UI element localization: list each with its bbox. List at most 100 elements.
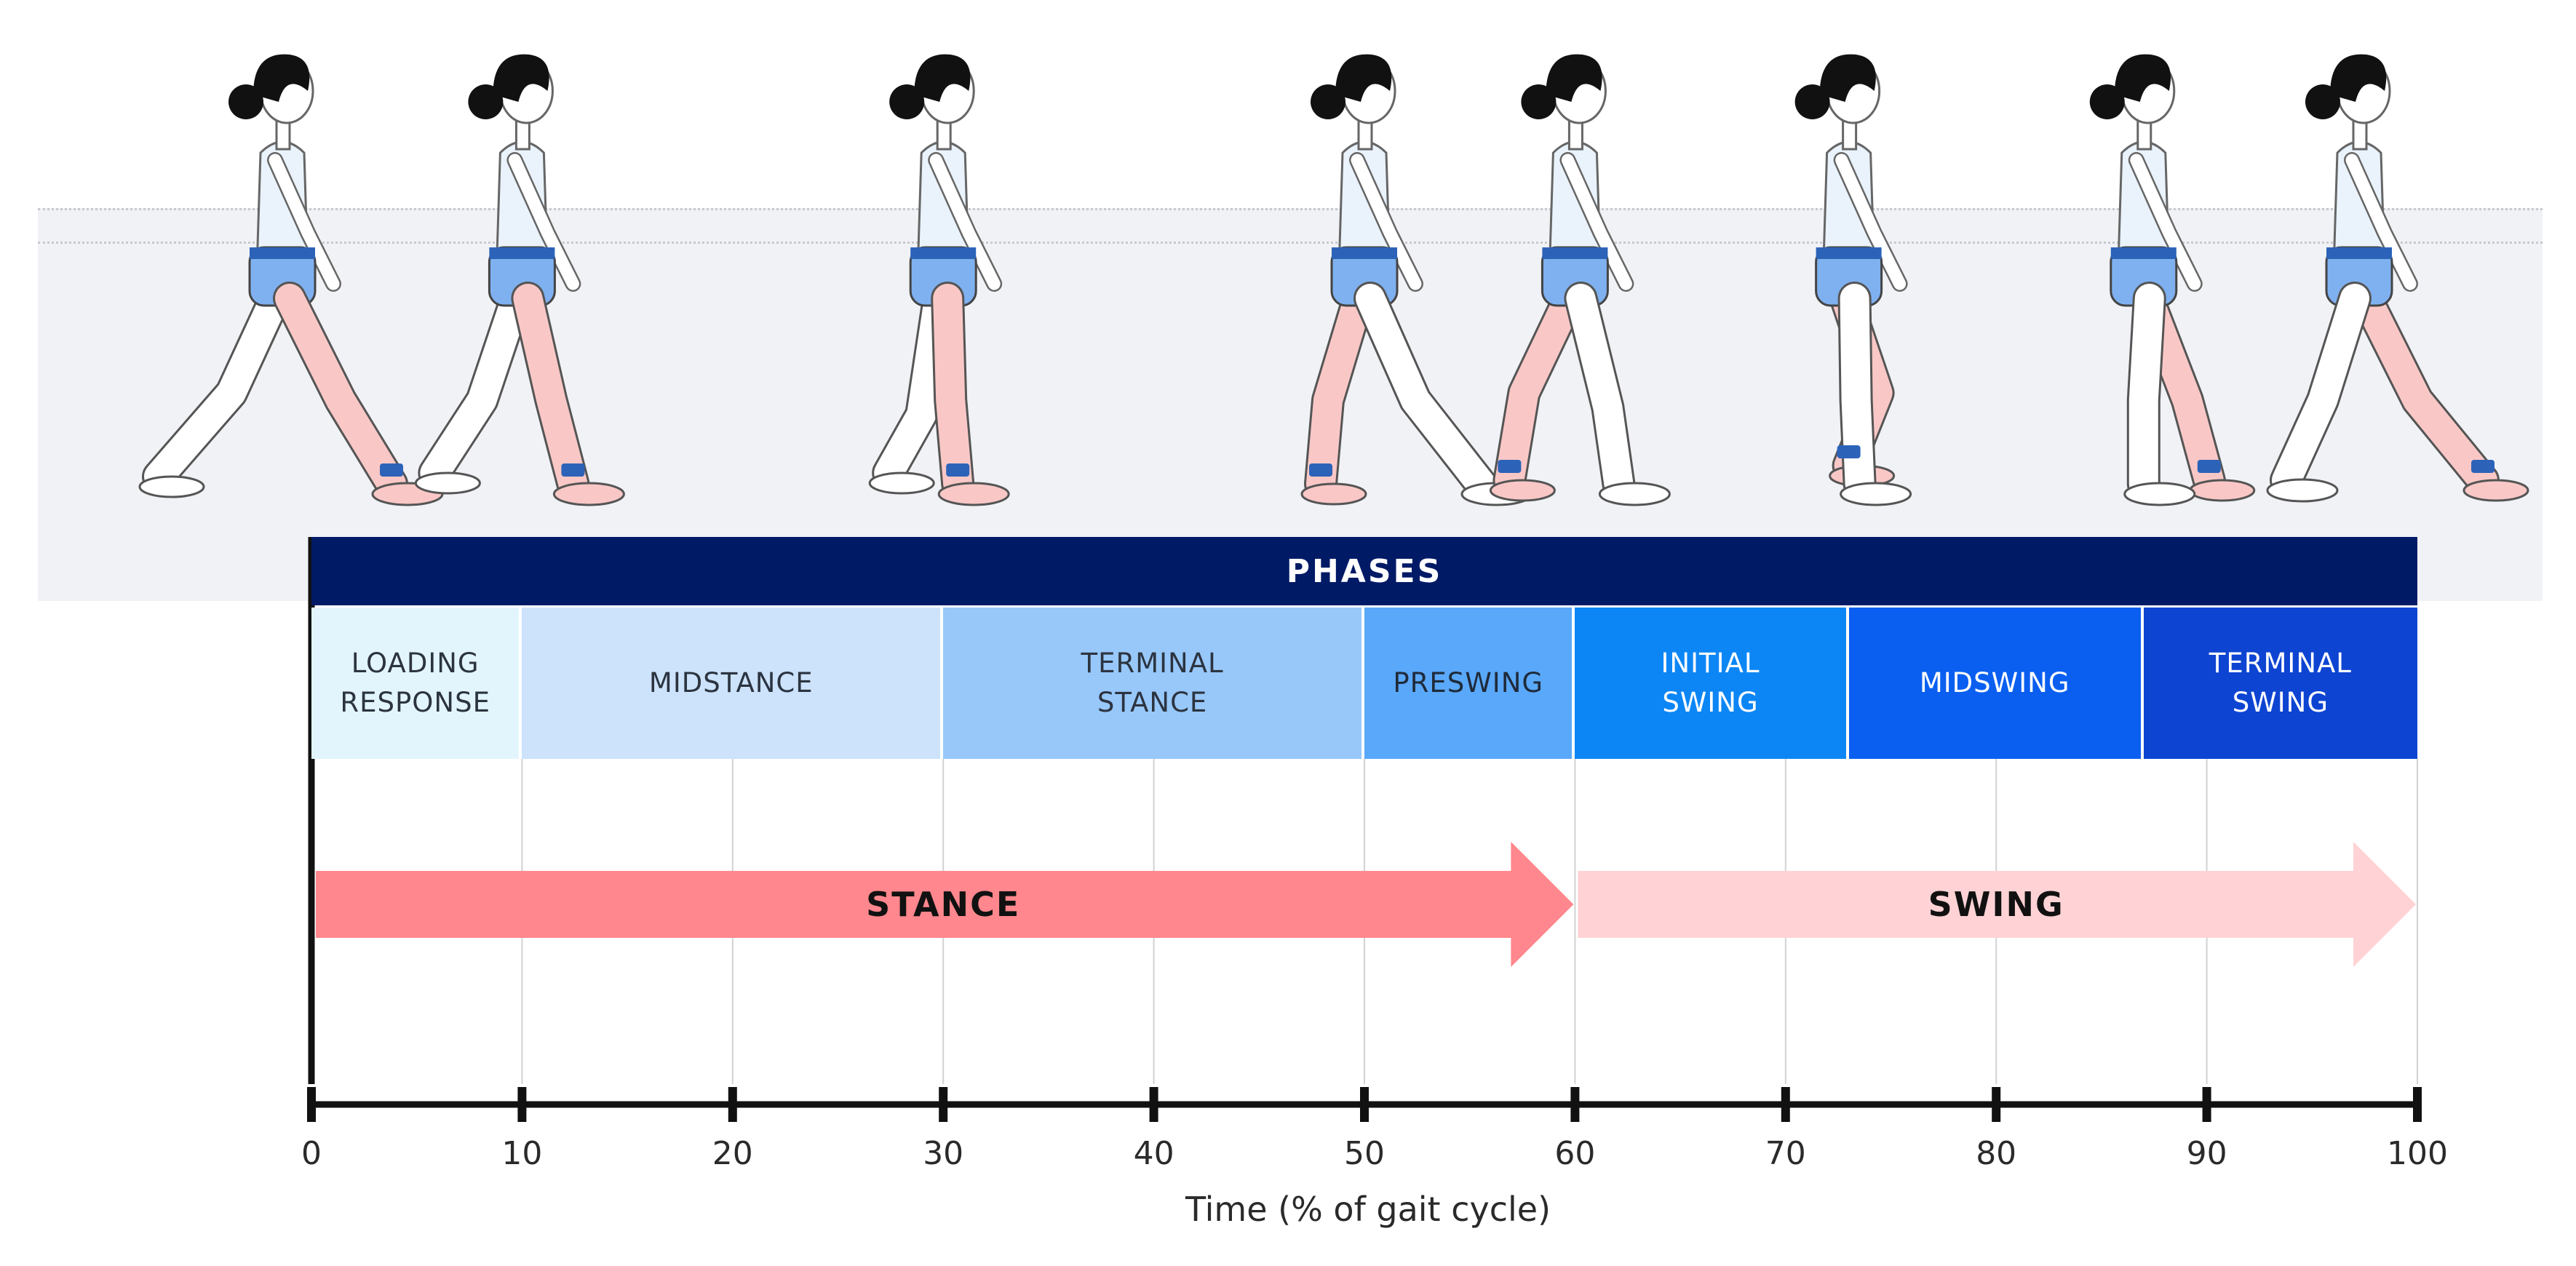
ankle-sensor xyxy=(2471,460,2494,473)
leg xyxy=(2128,284,2164,498)
foot xyxy=(2266,478,2339,503)
walking-figure xyxy=(138,54,444,506)
phase-cell: TERMINAL STANCE xyxy=(943,608,1364,759)
arm xyxy=(1835,154,1907,290)
tick-label: 0 xyxy=(301,1135,322,1172)
waist-sensor-belt xyxy=(1816,247,1882,259)
arm xyxy=(2130,154,2201,290)
arrow-label: SWING xyxy=(1928,885,2064,924)
phase-cell: PRESWING xyxy=(1364,608,1575,759)
tick-label: 70 xyxy=(1765,1135,1806,1172)
leg xyxy=(275,284,406,498)
tick-label: 100 xyxy=(2387,1135,2448,1172)
phase-cell: MIDSWING xyxy=(1848,608,2144,759)
backdrop-line-bottom xyxy=(38,242,2543,244)
walking-figure xyxy=(1794,54,1912,506)
foot xyxy=(1300,482,1367,506)
leg xyxy=(2352,284,2497,495)
arm xyxy=(2345,154,2417,290)
phase-label: TERMINAL SWING xyxy=(2209,648,2352,718)
hair-bun xyxy=(1521,84,1557,119)
arm xyxy=(508,154,579,290)
ankle-sensor xyxy=(1309,463,1332,477)
foot xyxy=(138,475,205,498)
hair xyxy=(1335,54,1392,102)
ankle-sensor xyxy=(1498,460,1522,473)
phase-label: INITIAL SWING xyxy=(1661,648,1760,718)
tick-label: 40 xyxy=(1133,1135,1174,1172)
foot xyxy=(2462,479,2529,502)
walking-figures xyxy=(138,54,2529,506)
hair-bun xyxy=(2305,84,2340,119)
leg xyxy=(2272,284,2369,495)
tick-label: 60 xyxy=(1554,1135,1596,1172)
phase-label: TERMINAL STANCE xyxy=(1081,648,1224,718)
leg xyxy=(420,284,531,487)
tick-label: 80 xyxy=(1976,1135,2017,1172)
ankle-sensor xyxy=(1837,445,1861,458)
hair xyxy=(1819,54,1876,102)
arrow-swing xyxy=(1578,842,2416,967)
foot xyxy=(1840,482,1912,506)
walking-figure xyxy=(2266,54,2529,503)
waist-sensor-belt xyxy=(1332,247,1397,259)
walking-figure xyxy=(2089,54,2256,506)
leg xyxy=(1306,284,1373,498)
arm xyxy=(1561,154,1632,290)
foot xyxy=(1598,482,1671,506)
leg xyxy=(933,284,973,498)
phase-label: LOADING RESPONSE xyxy=(340,648,490,718)
tick-label: 30 xyxy=(923,1135,964,1172)
foot xyxy=(552,482,625,506)
ankle-sensor xyxy=(946,463,970,477)
hair-bun xyxy=(228,84,263,119)
phase-cell: TERMINAL SWING xyxy=(2143,608,2417,759)
foot xyxy=(868,471,935,495)
leg xyxy=(513,284,588,498)
leg xyxy=(144,284,290,491)
hair xyxy=(914,54,971,102)
waist-sensor-belt xyxy=(1542,247,1608,259)
walking-figure xyxy=(1300,54,1533,506)
phases-header-title: PHASES xyxy=(1286,552,1443,590)
hair-bun xyxy=(468,84,504,119)
waist-sensor-belt xyxy=(489,247,555,259)
phase-label: PRESWING xyxy=(1393,667,1544,698)
tick-label: 50 xyxy=(1344,1135,1385,1172)
hair xyxy=(253,54,310,102)
hair xyxy=(1546,54,1602,102)
tick-label: 90 xyxy=(2186,1135,2227,1172)
hair xyxy=(493,54,549,102)
arm xyxy=(269,154,340,290)
waist-sensor-belt xyxy=(2110,247,2177,259)
x-axis-label: Time (% of gait cycle) xyxy=(1185,1190,1551,1229)
phase-label: MIDSTANCE xyxy=(648,667,814,698)
arm xyxy=(929,154,1001,290)
phase-cell: MIDSTANCE xyxy=(522,608,944,759)
foot xyxy=(414,471,481,495)
hair-bun xyxy=(889,84,925,119)
hair-bun xyxy=(1311,84,1345,119)
phase-cell: LOADING RESPONSE xyxy=(311,608,522,759)
hair xyxy=(2330,54,2387,102)
leg xyxy=(1566,284,1634,498)
phases-header: PHASES xyxy=(311,537,2417,605)
walking-figure xyxy=(1489,54,1671,506)
foot xyxy=(937,482,1010,506)
foot xyxy=(1489,479,1556,502)
leg xyxy=(1495,284,1584,495)
phase-label: MIDSWING xyxy=(1919,667,2070,698)
tick-label: 10 xyxy=(501,1135,543,1172)
backdrop-line-top xyxy=(38,208,2543,210)
tick-label: 20 xyxy=(712,1135,753,1172)
ankle-sensor xyxy=(380,463,403,477)
waist-sensor-belt xyxy=(250,247,315,259)
foot xyxy=(2123,482,2196,506)
phase-cell: INITIAL SWING xyxy=(1575,608,1849,759)
leg xyxy=(1356,284,1495,498)
walking-figure xyxy=(868,54,1010,506)
hair-bun xyxy=(1794,84,1830,119)
ankle-sensor xyxy=(2197,460,2221,473)
ankle-sensor xyxy=(561,463,585,477)
